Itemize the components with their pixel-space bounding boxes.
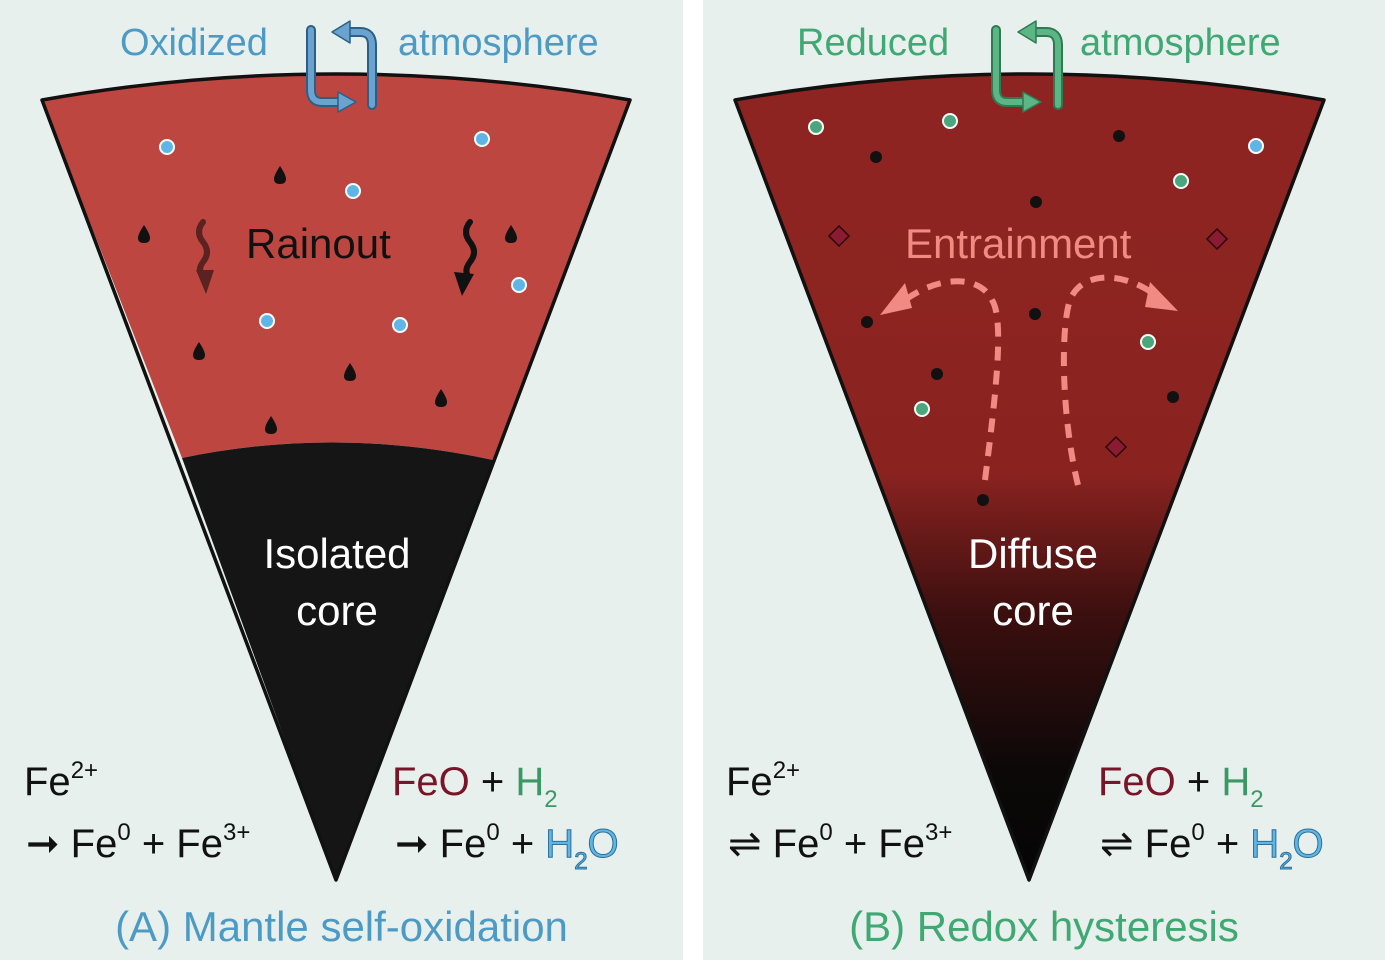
fe0-dots-b [861, 130, 1179, 506]
wedge-outline-a [40, 72, 632, 882]
entrainment-arrowheads [880, 282, 1178, 315]
process-label-a: Rainout [246, 220, 391, 267]
process-label-b: Entrainment [905, 220, 1132, 267]
panel-b-wedge [733, 72, 1326, 882]
core-label-b-line2: core [992, 587, 1074, 634]
equation-b-2-line2: ⇌ Fe0 + H2O [1100, 819, 1324, 875]
core-label-b-line1: Diffuse [968, 530, 1098, 577]
core-label-a-line1: Isolated [263, 530, 411, 577]
fe3-dots-a [159, 131, 527, 333]
raindrop-icon [138, 166, 517, 434]
mantle-a [42, 74, 630, 460]
caption-a: (A) Mantle self-oxidation [115, 903, 568, 950]
equation-b-1-line2: ⇌ Fe0 + Fe3+ [728, 819, 953, 866]
atmosphere-label-b-left: Reduced [797, 22, 950, 64]
fe3-dot-b [1248, 138, 1264, 154]
wavy-down-arrow-icon [196, 219, 477, 296]
caption-b: (B) Redox hysteresis [849, 903, 1239, 950]
wedge-outline-b [733, 72, 1326, 882]
atmosphere-label-b-right: atmosphere [1080, 22, 1281, 64]
dashed-curved-arrow-icon [903, 274, 1157, 486]
atmosphere-label-a-right: atmosphere [398, 22, 599, 64]
h2-dots-b [808, 113, 1189, 417]
mantle-b [735, 74, 1324, 880]
equation-a-2-line2: ➞ Fe0 + H2O [395, 819, 619, 875]
panel-a-wedge [40, 72, 632, 882]
equation-b-2-line1: FeO + H2 [1098, 760, 1264, 813]
equation-a-2-line1: FeO + H2 [392, 760, 558, 813]
redox-cycle-arrows-icon [991, 20, 1063, 113]
core-label-a-line2: core [296, 587, 378, 634]
atmosphere-label-a-left: Oxidized [120, 22, 268, 64]
equation-b-1-line1: Fe2+ [726, 757, 801, 804]
redox-cycle-arrows-icon [306, 20, 377, 113]
core-a [182, 442, 493, 880]
diamond-icon [827, 224, 1229, 459]
equation-a-1-line1: Fe2+ [24, 757, 99, 804]
equation-a-1-line2: ➞ Fe0 + Fe3+ [26, 819, 251, 866]
